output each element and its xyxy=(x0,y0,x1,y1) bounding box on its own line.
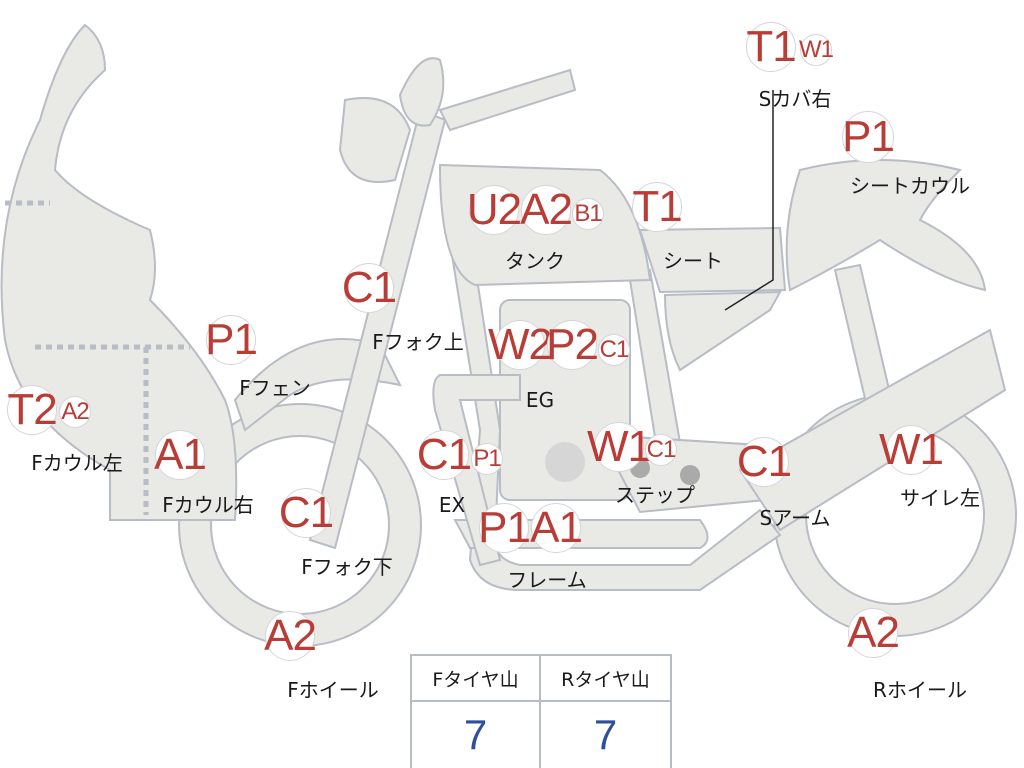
fairing-shape xyxy=(0,23,238,521)
tire-tread-table: Fタイヤ山 Rタイヤ山 7 7 xyxy=(410,654,672,768)
part-label: Fフォク上 xyxy=(372,330,464,354)
part-label: Fカウル右 xyxy=(162,493,254,517)
part-label: Fフェン xyxy=(239,376,311,400)
damage-code-badge[interactable]: W1 xyxy=(879,425,944,475)
part-label: Fカウル左 xyxy=(31,451,123,475)
part-label: Fホイール xyxy=(287,678,379,702)
damage-code-badge[interactable]: A1 xyxy=(154,430,207,480)
rear-tire-value: 7 xyxy=(593,711,618,758)
engine-cover-circle xyxy=(545,442,585,482)
part-label: ステップ xyxy=(615,483,695,507)
front-tire-header: Fタイヤ山 xyxy=(412,656,541,702)
damage-code-badge[interactable]: A2 xyxy=(847,608,900,658)
part-label: EX xyxy=(438,493,466,517)
headlight-shape xyxy=(338,97,412,183)
part-label: Sカバ右 xyxy=(758,87,832,111)
damage-code-badge[interactable]: C1 xyxy=(598,334,630,366)
damage-code-badge[interactable]: A1 xyxy=(530,503,583,553)
step-peg-2 xyxy=(680,465,700,485)
part-label: シートカウル xyxy=(850,174,970,198)
damage-code-badge[interactable]: A2 xyxy=(59,396,91,428)
damage-code-badge[interactable]: C1 xyxy=(736,437,792,487)
part-label: フレーム xyxy=(507,568,587,592)
part-label: Sアーム xyxy=(759,506,831,530)
part-label: サイレ左 xyxy=(900,486,980,510)
front-tire-value: 7 xyxy=(412,702,541,768)
side-cover-leader-line xyxy=(724,90,774,311)
swingarm-shape xyxy=(738,328,1007,532)
damage-code-badge[interactable]: P1 xyxy=(205,315,258,365)
damage-code-badge[interactable]: C1 xyxy=(278,488,334,538)
fork-shape xyxy=(308,108,447,550)
part-label: EG xyxy=(525,388,555,412)
seat-shape xyxy=(638,226,787,294)
damage-code-badge[interactable]: A2 xyxy=(520,185,573,235)
seat-cowl-shape xyxy=(785,159,987,292)
damage-code-badge[interactable]: P2 xyxy=(546,320,599,370)
damage-code-badge[interactable]: P1 xyxy=(478,503,531,553)
damage-code-badge[interactable]: U2 xyxy=(466,185,522,235)
damage-code-badge[interactable]: T2 xyxy=(7,385,58,435)
part-label: タンク xyxy=(505,249,565,273)
damage-code-badge[interactable]: P1 xyxy=(471,443,503,475)
damage-code-badge[interactable]: W2 xyxy=(488,320,553,370)
damage-code-badge[interactable]: T1 xyxy=(746,22,797,72)
handlebar-shape xyxy=(438,68,577,132)
side-cover-shape xyxy=(663,290,782,372)
damage-code-badge[interactable]: W1 xyxy=(799,34,834,66)
damage-code-badge[interactable]: P1 xyxy=(842,111,895,163)
mirror-shape xyxy=(398,57,445,127)
damage-code-badge[interactable]: C1 xyxy=(645,434,677,466)
part-label: Fフォク下 xyxy=(301,555,393,579)
damage-code-badge[interactable]: T1 xyxy=(632,182,683,232)
damage-code-badge[interactable]: C1 xyxy=(416,430,472,480)
damage-code-badge[interactable]: W1 xyxy=(587,422,652,472)
damage-code-badge[interactable]: A2 xyxy=(264,611,317,661)
damage-code-badge[interactable]: B1 xyxy=(572,198,604,230)
rear-tire-header: Rタイヤ山 xyxy=(541,656,670,702)
part-label: Rホイール xyxy=(873,678,967,702)
part-label: シート xyxy=(663,249,723,273)
damage-code-badge[interactable]: C1 xyxy=(341,263,397,313)
